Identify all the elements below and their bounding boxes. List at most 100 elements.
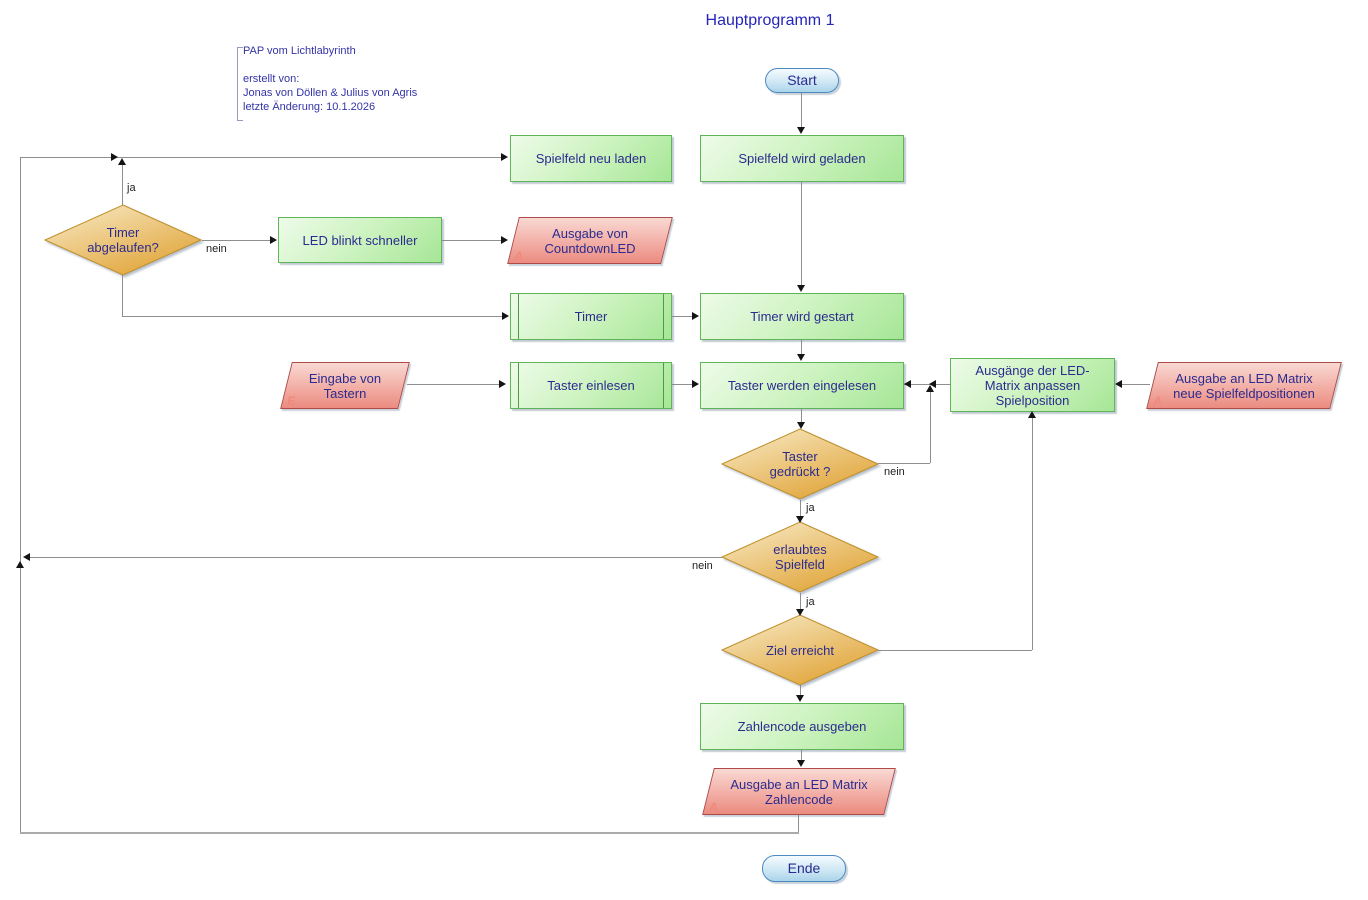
- process-label: LED blinkt schneller: [302, 232, 418, 248]
- output-corner-letter: A: [709, 800, 718, 814]
- process-spielfeld-wird-geladen[interactable]: Spielfeld wird geladen: [700, 135, 904, 182]
- process-taster-werden-eingelesen[interactable]: Taster werden eingelesen: [700, 362, 904, 409]
- output-label: Ausgabe an LED Matrix Zahlencode: [730, 776, 868, 807]
- connector: [20, 158, 21, 833]
- subroutine-taster-einlesen[interactable]: Taster einlesen: [510, 362, 672, 409]
- process-label: Zahlencode ausgeben: [737, 719, 867, 734]
- connector: [800, 593, 801, 614]
- process-label: Taster werden eingelesen: [727, 378, 877, 393]
- subroutine-timer[interactable]: Timer: [510, 293, 672, 340]
- arrowhead: [796, 516, 804, 523]
- comment-annotation: PAP vom Lichtlabyrinth erstellt von: Jon…: [243, 45, 418, 113]
- input-eingabe-von-tastern[interactable]: Eingabe von Tastern E: [280, 362, 410, 409]
- arrowhead: [797, 285, 805, 292]
- connector: [801, 748, 802, 765]
- decision-ziel-erreicht[interactable]: Ziel erreicht: [721, 614, 879, 686]
- arrowhead: [797, 760, 805, 767]
- subroutine-label: Timer: [574, 309, 608, 324]
- subroutine-bar: [518, 363, 519, 408]
- decision-label: Timer abgelaufen?: [87, 225, 159, 255]
- edge-label-ja: ja: [806, 502, 815, 514]
- decision-taster-gedrueckt[interactable]: Taster gedrückt ?: [721, 428, 879, 500]
- decision-label: Ziel erreicht: [766, 642, 834, 658]
- arrowhead: [270, 236, 277, 244]
- decision-label: Taster gedrückt ?: [769, 449, 831, 479]
- connector: [878, 650, 1032, 651]
- connector: [800, 500, 801, 521]
- comment-bracket: [237, 47, 243, 121]
- connector: [801, 91, 802, 131]
- process-label: Spielfeld neu laden: [535, 151, 647, 166]
- connector: [902, 384, 950, 385]
- connector: [122, 274, 123, 316]
- decision-timer-abgelaufen[interactable]: Timer abgelaufen?: [44, 204, 202, 276]
- connector: [801, 338, 802, 359]
- diamond-shape: [721, 614, 879, 686]
- process-label: Spielfeld wird geladen: [738, 151, 866, 166]
- arrowhead: [16, 561, 24, 568]
- connector: [930, 388, 931, 463]
- arrowhead: [1028, 411, 1036, 418]
- process-label: Ausgänge der LED- Matrix anpassen Spielp…: [975, 362, 1090, 408]
- process-ausgaenge-led-matrix[interactable]: Ausgänge der LED- Matrix anpassen Spielp…: [950, 358, 1115, 412]
- output-label: Ausgabe von CountdownLED: [544, 225, 636, 256]
- arrowhead: [796, 695, 804, 702]
- arrowhead: [1115, 380, 1122, 388]
- output-ausgabe-led-matrix-neue[interactable]: Ausgabe an LED Matrix neue Spielfeldposi…: [1146, 362, 1342, 409]
- connector: [878, 463, 930, 464]
- arrowhead: [501, 153, 508, 161]
- diamond-shape: [721, 521, 879, 593]
- output-ausgabe-countdownled[interactable]: Ausgabe von CountdownLED A: [507, 217, 673, 264]
- arrowhead: [23, 553, 30, 561]
- connector: [670, 384, 698, 385]
- arrowhead: [502, 312, 509, 320]
- connector: [670, 316, 698, 317]
- subroutine-bar: [663, 363, 664, 408]
- connector: [1032, 414, 1033, 650]
- edge-label-nein: nein: [692, 560, 713, 572]
- decision-label: erlaubtes Spielfeld: [773, 542, 827, 572]
- subroutine-bar: [663, 294, 664, 339]
- output-ausgabe-zahlencode[interactable]: Ausgabe an LED Matrix Zahlencode A: [702, 768, 896, 815]
- arrowhead: [501, 236, 508, 244]
- connector: [20, 157, 506, 158]
- connector: [407, 384, 504, 385]
- process-led-blinkt-schneller[interactable]: LED blinkt schneller: [278, 217, 442, 263]
- connector: [801, 407, 802, 427]
- process-spielfeld-neu-laden[interactable]: Spielfeld neu laden: [510, 135, 672, 182]
- terminator-start[interactable]: Start: [765, 68, 839, 93]
- page-title: Hauptprogramm 1: [705, 12, 835, 29]
- connector: [26, 557, 722, 558]
- process-zahlencode-ausgeben[interactable]: Zahlencode ausgeben: [700, 703, 904, 750]
- arrowhead: [796, 609, 804, 616]
- terminator-ende[interactable]: Ende: [762, 855, 846, 882]
- output-corner-letter: A: [514, 249, 523, 263]
- arrowhead: [111, 153, 118, 161]
- arrowhead: [929, 380, 936, 388]
- arrowhead: [692, 380, 699, 388]
- connector: [20, 832, 799, 834]
- subroutine-bar: [518, 294, 519, 339]
- process-timer-wird-gestart[interactable]: Timer wird gestart: [700, 293, 904, 340]
- arrowhead: [797, 127, 805, 134]
- connector: [801, 180, 802, 290]
- edge-label-ja: ja: [127, 182, 136, 194]
- connector: [440, 240, 506, 241]
- arrowhead: [926, 385, 934, 392]
- connector: [800, 684, 801, 700]
- output-corner-letter: A: [1153, 394, 1162, 408]
- edge-label-ja: ja: [806, 596, 815, 608]
- connector: [122, 316, 508, 317]
- terminator-ende-label: Ende: [787, 860, 821, 876]
- arrowhead: [904, 380, 911, 388]
- terminator-start-label: Start: [787, 72, 817, 88]
- connector: [1117, 384, 1150, 385]
- input-label: Eingabe von Tastern: [308, 370, 382, 401]
- arrowhead: [499, 380, 506, 388]
- edge-label-nein: nein: [206, 243, 227, 255]
- arrowhead: [797, 354, 805, 361]
- connector: [202, 240, 276, 241]
- diamond-shape: [44, 204, 202, 276]
- decision-erlaubtes-spielfeld[interactable]: erlaubtes Spielfeld: [721, 521, 879, 593]
